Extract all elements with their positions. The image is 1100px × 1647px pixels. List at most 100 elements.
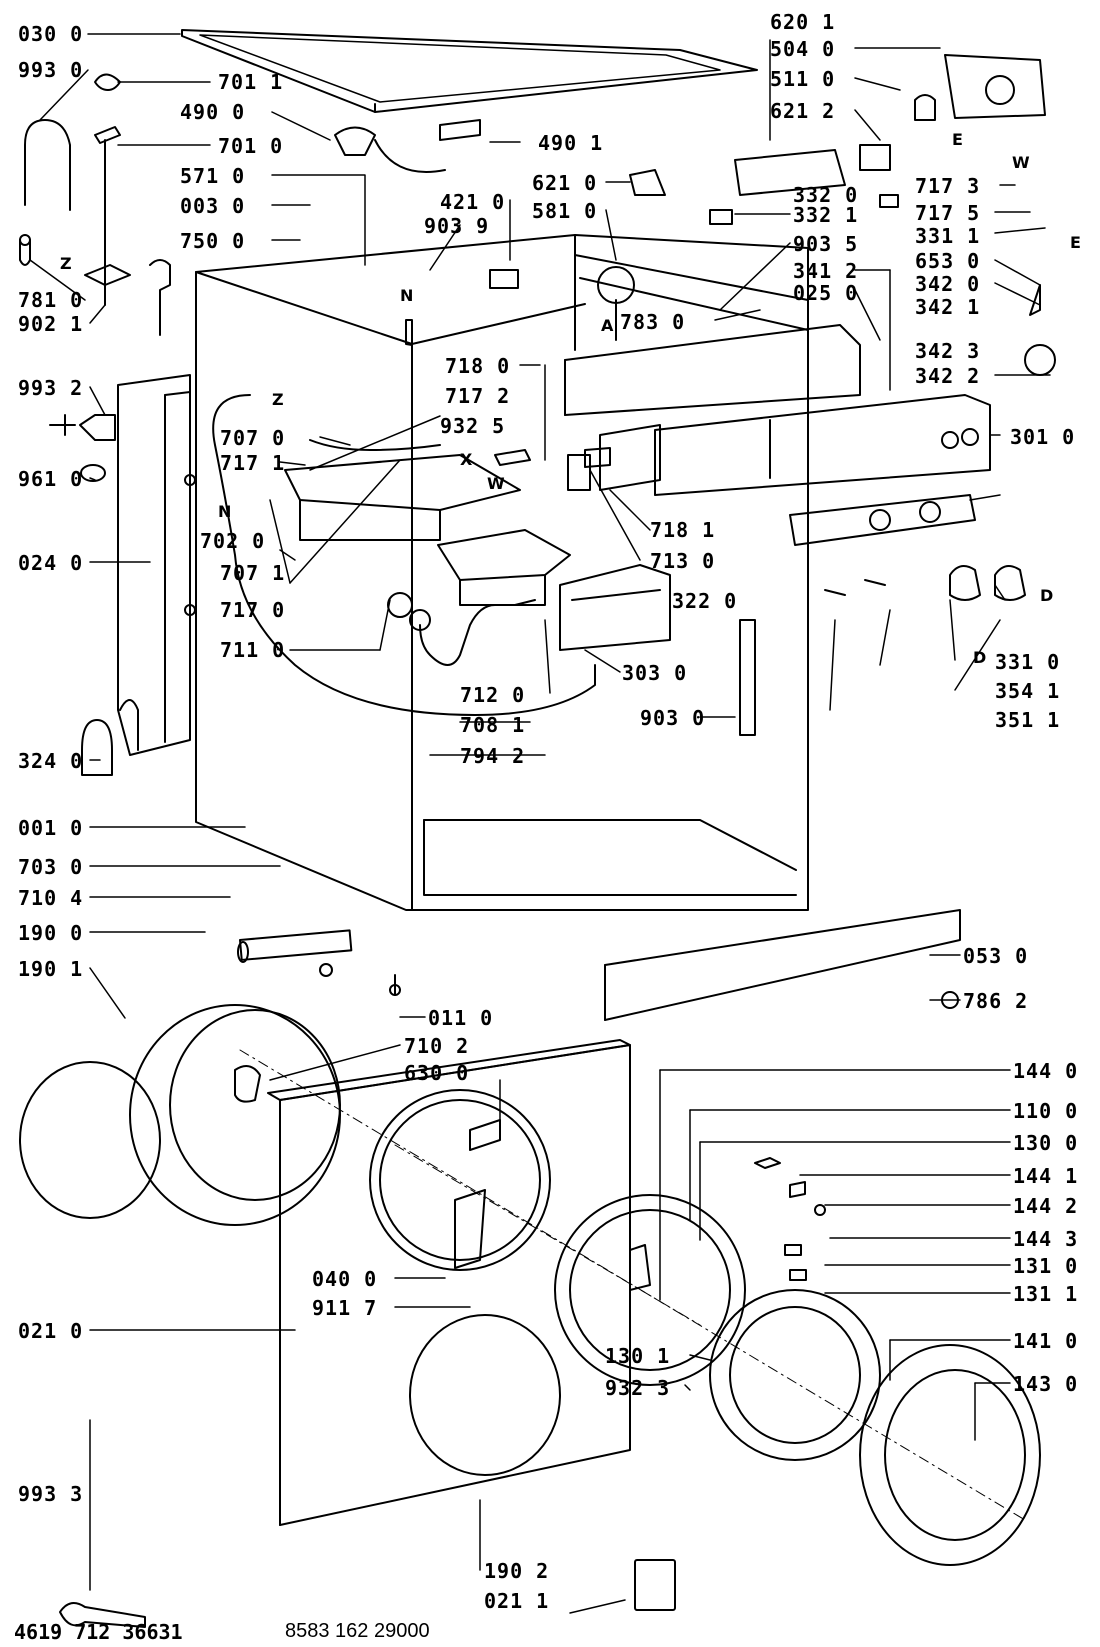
part-label: 708 1 <box>460 713 526 737</box>
part-label: 342 0 <box>915 272 981 296</box>
part-label: 702 0 <box>200 529 266 553</box>
part-label: 783 0 <box>620 310 686 334</box>
part-label: 571 0 <box>180 164 246 188</box>
part-label: 620 1 <box>770 10 836 34</box>
part-label: 331 1 <box>915 224 981 248</box>
part-label: 717 2 <box>445 384 511 408</box>
part-label: 025 0 <box>793 281 859 305</box>
part-label: 932 3 <box>605 1376 671 1400</box>
part-label: 710 4 <box>18 886 84 910</box>
letter-mark: E <box>952 130 963 149</box>
part-label: 711 0 <box>220 638 286 662</box>
part-label: 303 0 <box>622 661 688 685</box>
part-label: 053 0 <box>963 944 1029 968</box>
part-label: 301 0 <box>1010 425 1076 449</box>
part-label: 421 0 <box>440 190 506 214</box>
part-label: 144 1 <box>1013 1164 1079 1188</box>
part-label: 993 3 <box>18 1482 84 1506</box>
part-label: 322 0 <box>672 589 738 613</box>
dispenser-assembly <box>212 394 671 716</box>
letter-mark: X <box>460 450 473 469</box>
part-label: 718 1 <box>650 518 716 542</box>
electrical-parts <box>334 54 1056 376</box>
part-label: 144 0 <box>1013 1059 1079 1083</box>
part-label: 781 0 <box>18 288 84 312</box>
part-label: 713 0 <box>650 549 716 573</box>
letter-mark: Z <box>60 254 72 273</box>
part-label: 504 0 <box>770 37 836 61</box>
axis-lines <box>239 1049 1026 1521</box>
part-label: 131 1 <box>1013 1282 1079 1306</box>
part-label: 490 1 <box>538 131 604 155</box>
part-label: 341 2 <box>793 259 859 283</box>
part-label: 490 0 <box>180 100 246 124</box>
part-label: 794 2 <box>460 744 526 768</box>
letter-mark: A <box>601 316 614 335</box>
part-label: 653 0 <box>915 249 981 273</box>
part-label: 707 0 <box>220 426 286 450</box>
part-label: 351 1 <box>995 708 1061 732</box>
part-label: 024 0 <box>18 551 84 575</box>
part-label: 130 1 <box>605 1344 671 1368</box>
part-label: 701 0 <box>218 134 284 158</box>
part-label: 630 0 <box>404 1061 470 1085</box>
part-label: 354 1 <box>995 679 1061 703</box>
part-label: 717 3 <box>915 174 981 198</box>
letter-mark: W <box>1012 153 1030 172</box>
part-label: 621 2 <box>770 99 836 123</box>
part-label: 131 0 <box>1013 1254 1079 1278</box>
part-label: 001 0 <box>18 816 84 840</box>
part-label: 911 7 <box>312 1296 378 1320</box>
part-label: 021 1 <box>484 1589 550 1613</box>
part-label: 021 0 <box>18 1319 84 1343</box>
part-label: 003 0 <box>180 194 246 218</box>
part-label: 511 0 <box>770 67 836 91</box>
part-label: 786 2 <box>963 989 1029 1013</box>
part-label: 342 1 <box>915 295 981 319</box>
side-panel <box>117 374 196 756</box>
part-label: 030 0 <box>18 22 84 46</box>
part-label: 932 5 <box>440 414 506 438</box>
part-label: 712 0 <box>460 683 526 707</box>
top-lid <box>181 29 758 113</box>
lower-parts <box>19 579 1041 1611</box>
part-label: 717 1 <box>220 451 286 475</box>
part-label: 961 0 <box>18 467 84 491</box>
part-label: 143 0 <box>1013 1372 1079 1396</box>
part-label: 144 3 <box>1013 1227 1079 1251</box>
part-label: 331 0 <box>995 650 1061 674</box>
part-label: 130 0 <box>1013 1131 1079 1155</box>
control-panel <box>564 324 1026 601</box>
leader-lines <box>29 33 1051 1614</box>
part-label: 710 2 <box>404 1034 470 1058</box>
part-label: 190 2 <box>484 1559 550 1583</box>
part-label: 717 5 <box>915 201 981 225</box>
part-label: 581 0 <box>532 199 598 223</box>
document-code: 4619 712 36631 <box>14 1620 183 1644</box>
part-label: 332 0 <box>793 183 859 207</box>
part-label: 342 2 <box>915 364 981 388</box>
letter-mark: Z <box>272 390 284 409</box>
part-label: 902 1 <box>18 312 84 336</box>
small-parts-left <box>19 73 171 1628</box>
letter-mark: N <box>218 502 232 521</box>
part-label: 342 3 <box>915 339 981 363</box>
part-label: 144 2 <box>1013 1194 1079 1218</box>
part-label: 110 0 <box>1013 1099 1079 1123</box>
part-label: 141 0 <box>1013 1329 1079 1353</box>
part-label: 903 5 <box>793 232 859 256</box>
part-label: 903 0 <box>640 706 706 730</box>
part-label: 750 0 <box>180 229 246 253</box>
part-label: 718 0 <box>445 354 511 378</box>
part-label: 332 1 <box>793 203 859 227</box>
part-label: 324 0 <box>18 749 84 773</box>
service-code: 8583 162 29000 <box>285 1620 430 1642</box>
letter-mark: E <box>1070 233 1081 252</box>
letter-mark: D <box>973 648 987 667</box>
letter-mark: W <box>487 474 505 493</box>
letter-mark: D <box>1040 586 1054 605</box>
part-label: 717 0 <box>220 598 286 622</box>
part-label: 040 0 <box>312 1267 378 1291</box>
